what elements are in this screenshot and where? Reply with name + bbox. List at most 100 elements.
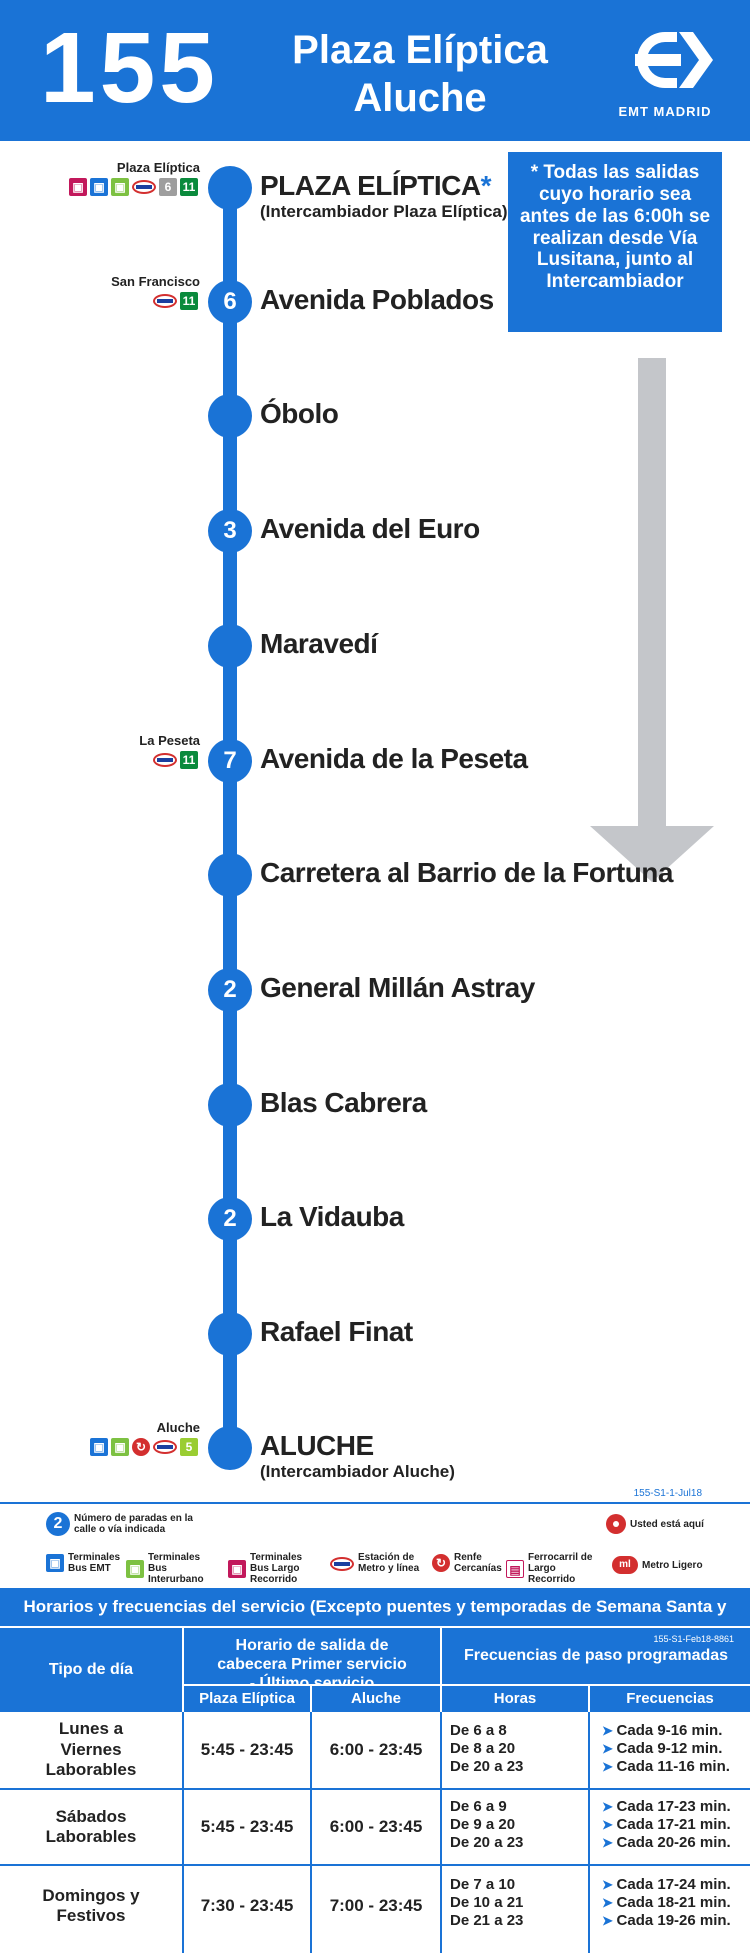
stop-name: Óbolo <box>260 398 339 429</box>
stop-marker <box>208 853 252 897</box>
metro-ligero-icon: ml <box>612 1556 638 1574</box>
col-horas-header: Horas <box>442 1686 588 1712</box>
timetable-code: 155-S1-Feb18-8861 <box>653 1634 734 1644</box>
legend-long-distance: ▣ Terminales Bus Largo Recorrido <box>228 1552 322 1585</box>
legend-you-are-here: Usted está aquí <box>606 1514 704 1534</box>
stop-aluche: Aluche ▣ ▣ ↻ 5 ALUCHE (Intercambiador Al… <box>0 1420 750 1481</box>
interurban-bus-icon: ▣ <box>111 178 129 196</box>
emt-bus-icon: ▣ <box>46 1554 64 1572</box>
col-dest-header: Aluche <box>312 1686 440 1712</box>
metro-line-6-icon: 6 <box>159 178 177 196</box>
frequency: Cada 18-21 min. <box>602 1894 731 1912</box>
frequency: Cada 19-26 min. <box>602 1912 731 1930</box>
hora-range: De 21 a 23 <box>450 1912 524 1929</box>
stop-blas-cabrera: Blas Cabrera <box>0 1083 750 1127</box>
frequency: Cada 9-12 min. <box>602 1740 730 1758</box>
legend-interurban: ▣ Terminales Bus Interurbano <box>126 1552 218 1585</box>
long-distance-bus-icon: ▣ <box>228 1559 246 1578</box>
frequency: Cada 17-23 min. <box>602 1798 731 1816</box>
table-row-horas: De 7 a 10 De 10 a 21 De 21 a 23 <box>450 1876 523 1930</box>
connection-icons: ▣ ▣ ▣ 6 11 <box>69 178 198 196</box>
frequency: Cada 20-26 min. <box>602 1834 731 1852</box>
connection-label: Plaza Elíptica <box>116 160 200 175</box>
renfe-icon: ↻ <box>432 1554 450 1572</box>
stop-la-vidauba: 2 La Vidauba <box>0 1197 750 1241</box>
brand-name: EMT MADRID <box>618 104 712 119</box>
table-row-dest: 6:00 - 23:45 <box>329 1739 423 1759</box>
col-horario-header: Horario de salida de cabecera Primer ser… <box>184 1628 440 1692</box>
stop-subtitle: (Intercambiador Aluche) <box>260 1462 455 1481</box>
metro-icon <box>153 1440 177 1454</box>
table-divider <box>310 1712 312 1953</box>
frequency: Cada 17-24 min. <box>602 1876 731 1894</box>
stop-marker <box>208 166 252 210</box>
you-are-here-icon <box>606 1514 626 1534</box>
stop-marker <box>208 1426 252 1470</box>
col-frecuencias-header: Frecuencias <box>590 1686 750 1712</box>
hora-range: De 9 a 20 <box>450 1816 516 1833</box>
table-divider <box>0 1788 750 1790</box>
early-departures-note: * Todas las salidas cuyo horario sea ant… <box>508 152 722 332</box>
table-divider <box>182 1712 184 1953</box>
stop-obolo: Óbolo <box>0 394 750 438</box>
stop-count-marker: 3 <box>208 509 252 553</box>
stop-name: ALUCHE <box>260 1430 374 1461</box>
hora-range: De 10 a 21 <box>450 1894 524 1911</box>
stop-subtitle: (Intercambiador Plaza Elíptica) <box>260 202 508 221</box>
table-row-tipo: Lunes a Viernes Laborables <box>45 1719 137 1780</box>
table-row-dest: 6:00 - 23:45 <box>329 1816 423 1836</box>
frequency: Cada 9-16 min. <box>602 1722 730 1740</box>
connection-label: Aluche <box>156 1420 200 1435</box>
stop-marker <box>208 624 252 668</box>
long-distance-bus-icon: ▣ <box>69 178 87 196</box>
stop-name: Avenida del Euro <box>260 513 480 544</box>
stop-count-marker: 2 <box>208 1197 252 1241</box>
emt-bus-icon: ▣ <box>90 1438 108 1456</box>
table-row-origin: 5:45 - 23:45 <box>200 1739 294 1759</box>
stop-name: Blas Cabrera <box>260 1087 427 1118</box>
stop-count-marker: 7 <box>208 739 252 783</box>
col-origin-header: Plaza Elíptica <box>184 1686 310 1712</box>
header-origin: Plaza Elíptica <box>292 28 548 72</box>
header-divider <box>310 1686 312 1712</box>
table-row-freqs: Cada 9-16 min. Cada 9-12 min. Cada 11-16… <box>602 1722 730 1776</box>
hora-range: De 6 a 8 <box>450 1722 507 1739</box>
metro-icon <box>153 294 177 308</box>
hora-range: De 6 a 9 <box>450 1798 507 1815</box>
legend-metro-ligero: ml Metro Ligero <box>612 1556 703 1574</box>
legend-stop-count: 2 Número de paradas en la calle o vía in… <box>46 1512 194 1536</box>
table-row-dest: 7:00 - 23:45 <box>329 1895 423 1915</box>
header-destination: Aluche <box>353 76 487 120</box>
table-row-horas: De 6 a 8 De 8 a 20 De 20 a 23 <box>450 1722 523 1776</box>
col-tipo-header: Tipo de día <box>0 1628 182 1712</box>
interurban-bus-icon: ▣ <box>111 1438 129 1456</box>
metro-icon <box>330 1557 354 1571</box>
hora-range: De 8 a 20 <box>450 1740 516 1757</box>
route-line <box>223 180 237 1450</box>
header-divider <box>182 1628 184 1712</box>
hora-range: De 20 a 23 <box>450 1758 524 1775</box>
legend-divider <box>0 1502 750 1504</box>
hora-range: De 20 a 23 <box>450 1834 524 1851</box>
interurban-bus-icon: ▣ <box>126 1559 144 1578</box>
header-divider <box>440 1628 442 1712</box>
direction-arrow-icon <box>638 358 666 828</box>
table-row-tipo: Sábados Laborables <box>45 1806 137 1846</box>
stop-name: La Vidauba <box>260 1201 404 1232</box>
legend-renfe: ↻ Renfe Cercanías <box>432 1552 502 1574</box>
stop-maravedi: Maravedí <box>0 624 750 668</box>
stop-name: Avenida Poblados <box>260 284 494 315</box>
stop-name: Carretera al Barrio de la Fortuna <box>260 857 673 888</box>
stop-count-marker: 2 <box>208 968 252 1012</box>
table-row-origin: 5:45 - 23:45 <box>200 1816 294 1836</box>
stop-plaza-eliptica: Plaza Elíptica ▣ ▣ ▣ 6 11 PLAZA ELÍPTICA… <box>0 160 750 221</box>
asterisk: * <box>480 170 492 201</box>
table-row-origin: 7:30 - 23:45 <box>200 1895 294 1915</box>
table-row-freqs: Cada 17-23 min. Cada 17-21 min. Cada 20-… <box>602 1798 731 1852</box>
metro-line-11-icon: 11 <box>180 751 198 769</box>
legend-ferrocarril: ▤ Ferrocarril de Largo Recorrido <box>506 1552 602 1585</box>
stop-name: PLAZA ELÍPTICA* <box>260 170 492 201</box>
stop-avenida-de-la-peseta: La Peseta 11 7 Avenida de la Peseta <box>0 733 750 783</box>
hora-range: De 7 a 10 <box>450 1876 516 1893</box>
stop-name: Avenida de la Peseta <box>260 743 528 774</box>
